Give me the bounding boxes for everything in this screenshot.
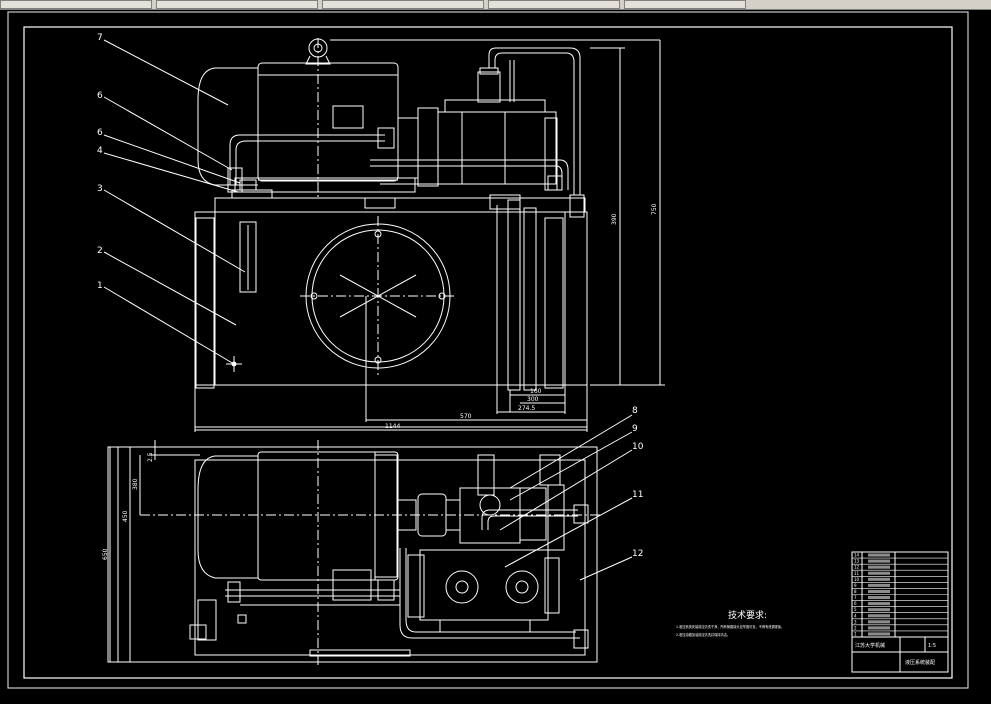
balloon-7: 7: [97, 33, 103, 43]
dim-2-5: 2.5: [147, 452, 154, 462]
tank-top-body: [107, 446, 598, 663]
title-block-row-label: 5: [854, 607, 857, 612]
dim-450: 450: [122, 510, 129, 522]
title-block-row-label: 8: [854, 589, 857, 594]
balloon-2: 2: [97, 246, 103, 256]
toolbar-field-4[interactable]: [488, 0, 620, 9]
title-block-row-text: [868, 577, 890, 581]
tech-req-title: 技术要求:: [728, 609, 767, 621]
dim-390: 390: [611, 213, 618, 225]
title-block-school: 江苏大学机械: [855, 642, 885, 649]
dim-160: 160: [530, 388, 542, 395]
title-block-row-label: 9: [854, 583, 857, 588]
title-block-row-label: 2: [854, 625, 857, 630]
title-block-drawing-name: 液压系统装配: [905, 659, 935, 666]
title-block-row-label: 4: [854, 613, 857, 618]
title-block-row-text: [868, 589, 890, 593]
title-block-row-text: [868, 614, 890, 618]
title-block-row-text: [868, 583, 890, 587]
balloon-6b: 6: [97, 128, 103, 138]
title-block-row-label: 12: [854, 565, 860, 570]
outer-frame: [7, 11, 969, 689]
dim-570: 570: [460, 413, 472, 420]
title-block-row-text: [868, 602, 890, 606]
dim-380: 380: [132, 478, 139, 490]
title-block-row-text: [868, 596, 890, 600]
tech-req-line-2: 2.液压油箱加油前应清洗并保持清洁。: [676, 632, 730, 637]
balloon-12: 12: [632, 549, 643, 559]
dim-750: 750: [651, 203, 658, 215]
tech-req-line-1: 1.液压系统安装前应清洗干净，所有管路接头应牢固可靠，不得有泄漏现象。: [676, 624, 784, 629]
toolbar-field-1[interactable]: [0, 0, 152, 9]
title-block-row-label: 6: [854, 601, 857, 606]
motor-top: [257, 451, 399, 581]
title-block-row-text: [868, 559, 890, 563]
toolbar-strip: [0, 0, 991, 10]
title-block-row-label: 7: [854, 595, 857, 600]
title-block-row-label: 1: [854, 632, 857, 637]
balloon-4: 4: [97, 146, 103, 156]
title-block-row-label: 10: [854, 577, 860, 582]
title-block-row-label: 13: [854, 559, 860, 564]
title-block-row-text: [868, 553, 890, 557]
title-block-scale: 1:5: [928, 643, 936, 649]
toolbar-field-2[interactable]: [156, 0, 318, 9]
balloon-9: 9: [632, 424, 638, 434]
title-block-row-text: [868, 571, 890, 575]
motor-front: [257, 62, 399, 182]
title-block-row-text: [868, 620, 890, 624]
title-block-row-label: 3: [854, 619, 857, 624]
balloon-10: 10: [632, 442, 644, 452]
toolbar-field-5[interactable]: [624, 0, 746, 9]
dim-650: 650: [102, 548, 109, 560]
title-block-row-text: [868, 626, 890, 630]
balloon-11: 11: [632, 490, 643, 500]
dim-274: 274.5: [518, 405, 535, 412]
balloon-6a: 6: [97, 91, 103, 101]
title-block-row-label: 11: [854, 571, 860, 576]
title-block-row-label: 14: [854, 553, 860, 558]
title-block-row-text: [868, 565, 890, 569]
title-block-row-text: [868, 608, 890, 612]
balloon-3: 3: [97, 184, 103, 194]
dim-300: 300: [527, 396, 539, 403]
balloon-1: 1: [97, 281, 103, 291]
dim-1144: 1144: [385, 423, 400, 430]
balloon-8: 8: [632, 406, 638, 416]
toolbar-field-3[interactable]: [322, 0, 484, 9]
title-block-row-text: [868, 632, 890, 636]
inner-frame: [23, 26, 953, 679]
